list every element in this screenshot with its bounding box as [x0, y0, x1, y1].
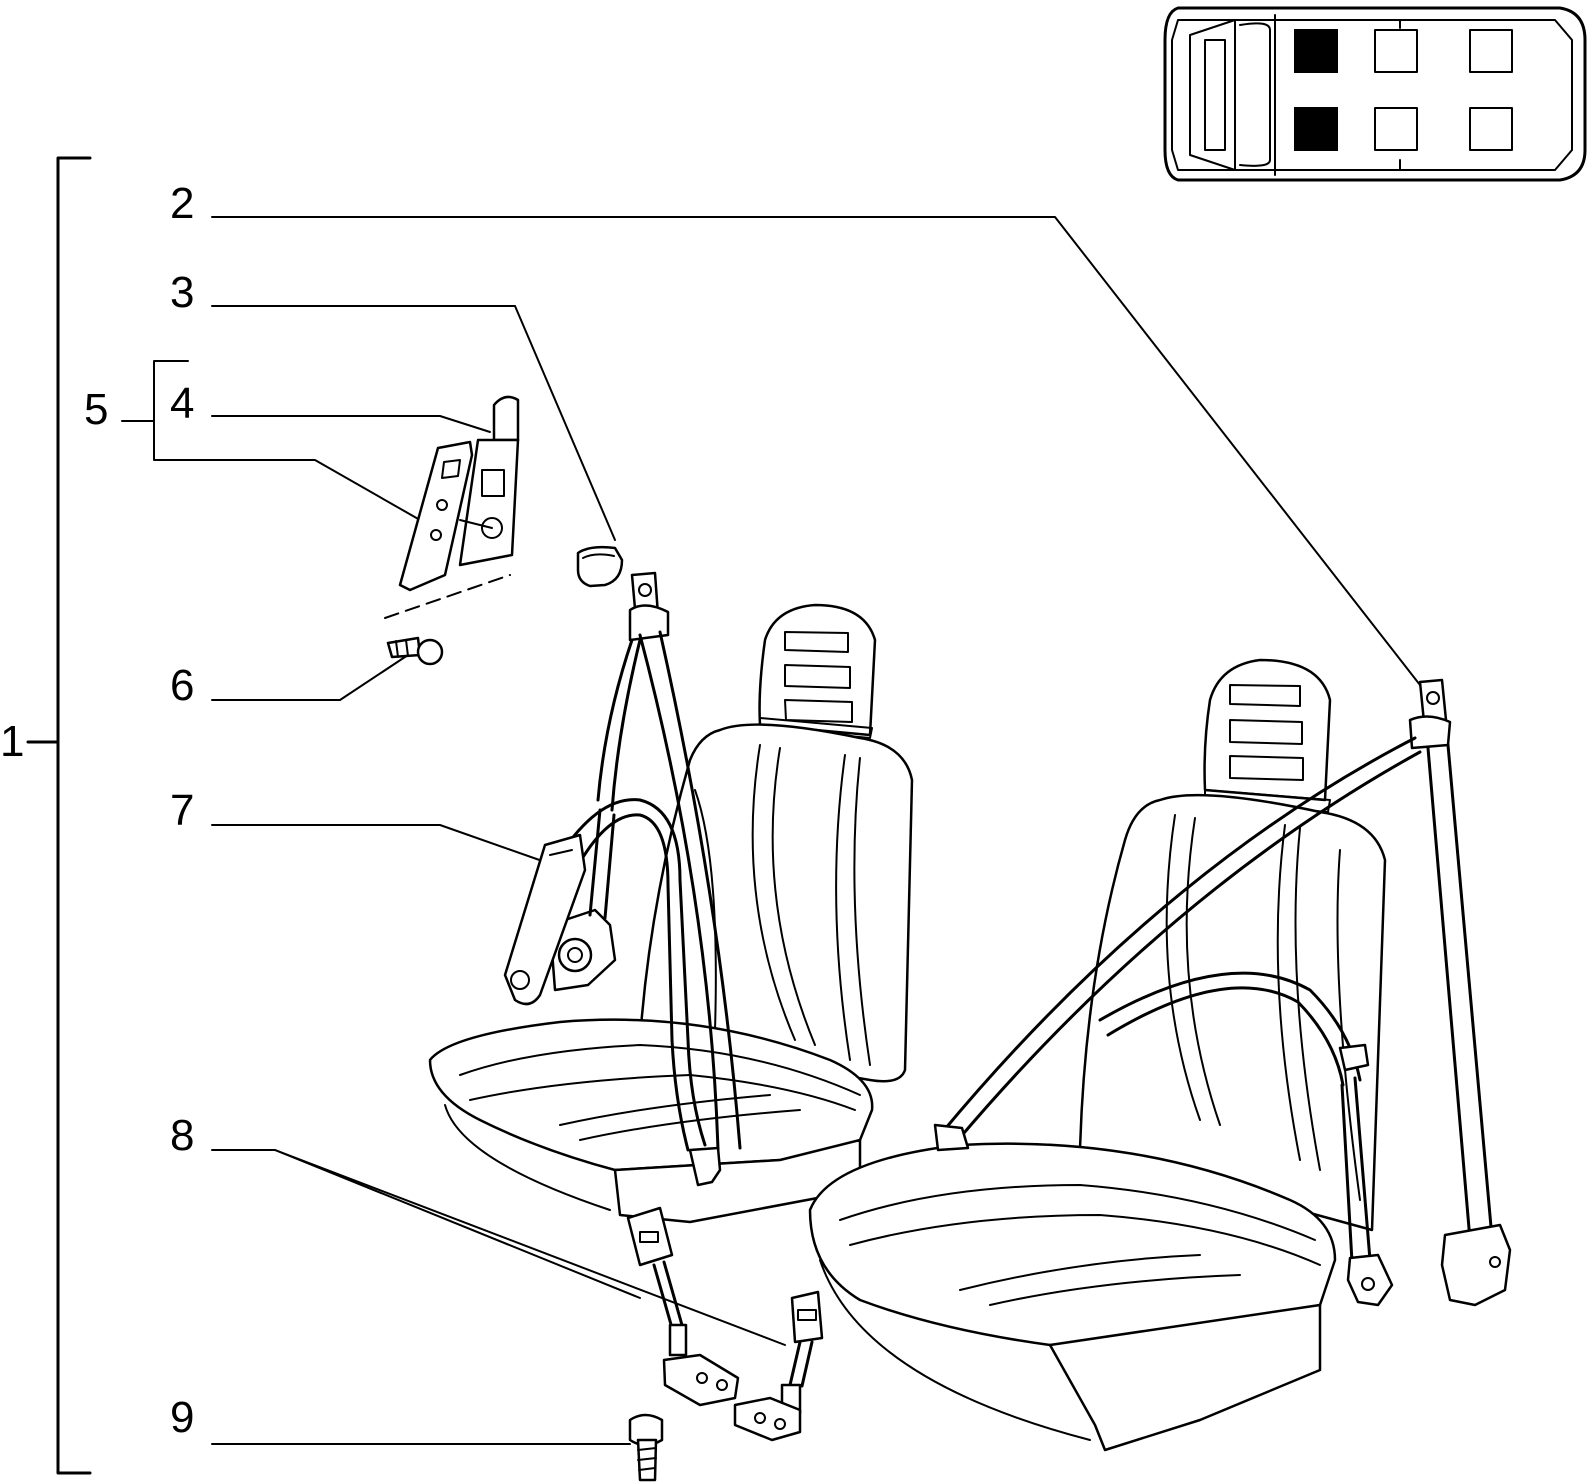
seat-middle-left: [1374, 29, 1418, 73]
leader-6: [211, 654, 409, 701]
right-seat: [808, 658, 1387, 1452]
leader-7: [211, 824, 549, 864]
leader-2: [211, 216, 1421, 686]
callout-3: 3: [170, 268, 194, 317]
leader-lines: [121, 216, 1421, 1445]
seat-rear-right: [1469, 107, 1513, 151]
seat-front-right: [1294, 107, 1338, 151]
left-seat: [428, 603, 914, 1224]
vehicle-seat-locator: [1163, 6, 1587, 182]
callout-1: 1: [0, 717, 24, 766]
leader-8b: [274, 1149, 786, 1346]
part-2-right-belt: [933, 678, 1512, 1307]
leader-8a: [211, 1149, 641, 1299]
callout-7: 7: [170, 786, 194, 835]
callout-2: 2: [170, 179, 194, 228]
part-3-anchor-cover: [576, 545, 624, 588]
callout-6: 6: [170, 661, 194, 710]
callout-8: 8: [170, 1111, 194, 1160]
leader-4: [211, 415, 491, 433]
seat-rear-left: [1469, 29, 1513, 73]
callout-4: 4: [170, 379, 194, 428]
callout-5: 5: [84, 385, 108, 434]
part-6-bolt: [386, 636, 444, 666]
assembly-bracket: [26, 156, 92, 1475]
part-8-buckles: [626, 1206, 824, 1442]
bracket-5: [153, 360, 421, 521]
part-9-screw: [628, 1413, 664, 1482]
seat-middle-right: [1374, 107, 1418, 151]
seat-front-left: [1294, 29, 1338, 73]
leader-3: [211, 305, 616, 541]
part-4-5-height-adjuster: [384, 395, 520, 619]
callout-9: 9: [170, 1393, 194, 1442]
part-7-left-belt: [503, 571, 742, 1187]
